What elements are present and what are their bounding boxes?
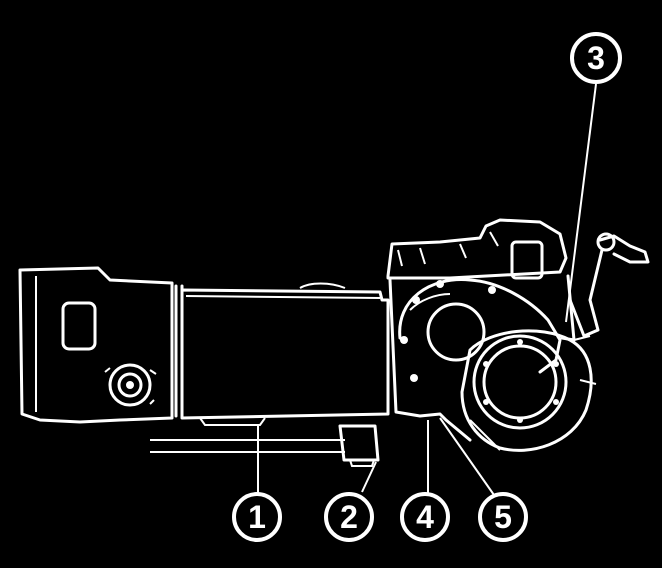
leader-lines (257, 83, 597, 496)
callout-3-label: 3 (587, 40, 605, 76)
gear-housing (18, 266, 174, 424)
engine-block (386, 218, 568, 442)
callout-1-label: 1 (248, 499, 266, 535)
callout-1: 1 (232, 492, 282, 542)
oil-filler-cap (104, 363, 157, 407)
injector-pump (510, 240, 544, 280)
flywheel-housing (398, 278, 562, 382)
callout-4: 4 (400, 492, 450, 542)
oil-pan (150, 424, 380, 467)
callout-2-label: 2 (340, 499, 358, 535)
callout-2: 2 (324, 492, 374, 542)
coupling-housing (174, 282, 390, 426)
callout-4-label: 4 (416, 499, 434, 535)
callout-5: 5 (478, 492, 528, 542)
callout-3: 3 (570, 32, 622, 84)
inspection-cover (61, 301, 97, 351)
callout-5-label: 5 (494, 499, 512, 535)
crank-pulley (460, 329, 597, 452)
